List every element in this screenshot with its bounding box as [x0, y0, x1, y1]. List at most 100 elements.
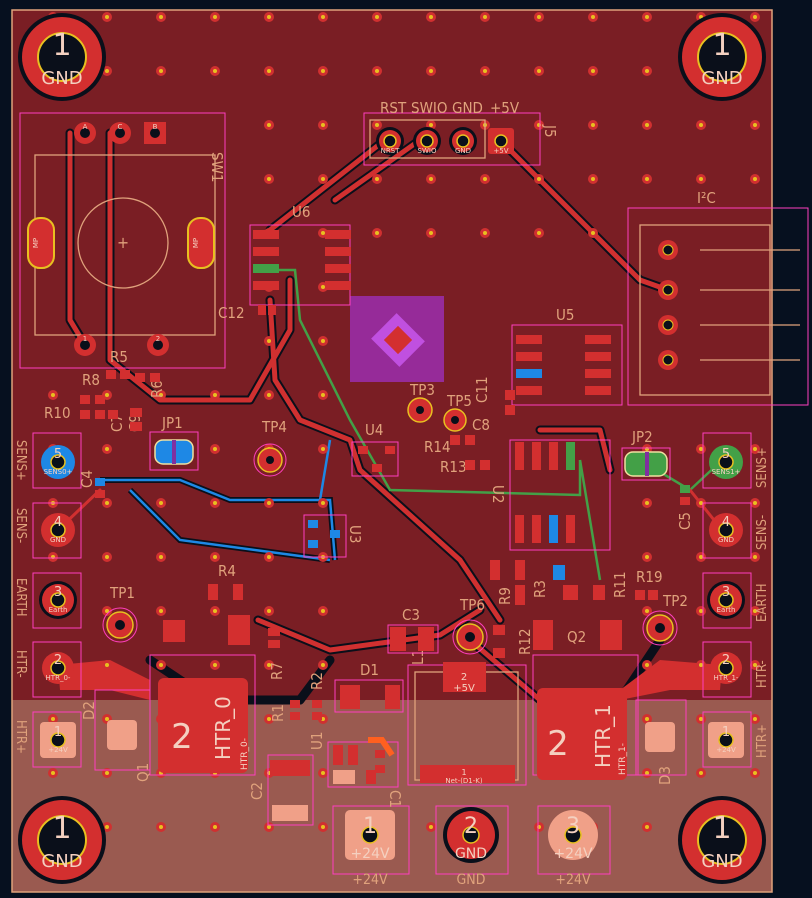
pad-net: +5V	[453, 683, 475, 694]
heater-0-fet[interactable]: 2 HTR_0 HTR_0- Q1	[134, 654, 256, 782]
via-hole	[375, 15, 379, 19]
via-hole	[213, 15, 217, 19]
via-hole	[321, 231, 325, 235]
pin-net: HTR_0-	[46, 674, 71, 682]
u5-ref: U5	[556, 306, 574, 324]
via-hole	[753, 717, 757, 721]
label-htr-plus: HTR+	[13, 720, 28, 754]
diode-d3[interactable]: D3	[635, 699, 687, 785]
pin-num: 2	[464, 814, 478, 839]
via-hole	[429, 825, 433, 829]
via-hole	[105, 15, 109, 19]
pin-net: +24V	[553, 846, 593, 862]
capacitor-c3[interactable]: C3	[387, 606, 439, 654]
hole-number: 1	[712, 28, 731, 63]
pin-net: SENS1+	[712, 468, 741, 476]
testpoint-tp4[interactable]: TP4	[253, 418, 287, 477]
via-hole	[375, 231, 379, 235]
via-hole	[321, 609, 325, 613]
j5-pin-1[interactable]: +5V	[488, 128, 514, 155]
heater-pad-title: HTR_1	[591, 704, 615, 768]
via-hole	[105, 447, 109, 451]
via-hole	[267, 555, 271, 559]
tp1-ref: TP1	[109, 584, 135, 602]
pin-num: 2	[722, 653, 730, 668]
via-hole	[105, 663, 109, 667]
inductor-l1[interactable]: 2 +5V 1 Net-(D1-K) L1	[407, 649, 527, 786]
u2-ref: U2	[489, 485, 507, 503]
via-hole	[645, 717, 649, 721]
right-terminal-block[interactable]: 5 SENS1+ 4 GND 3 Earth 2 HTR_1- 1 +24V S…	[702, 432, 770, 768]
testpoint-tp1[interactable]: TP1	[102, 584, 138, 643]
board-edge	[11, 9, 773, 893]
c1-ref: C1	[386, 790, 404, 808]
r19-ref: R19	[636, 568, 663, 586]
pin-net: HTR_1-	[714, 674, 739, 682]
u4[interactable]: U4	[351, 421, 399, 477]
via-hole	[159, 825, 163, 829]
via-hole	[591, 177, 595, 181]
power-connector[interactable]: 1 +24V 2 GND 3 +24V +24V GND +24V	[332, 805, 611, 888]
mcu-chip[interactable]	[350, 296, 444, 382]
c3-ref: C3	[402, 606, 420, 624]
via-hole	[429, 15, 433, 19]
via-hole	[591, 123, 595, 127]
via-hole	[321, 15, 325, 19]
j5-pin-4[interactable]: NRST	[376, 127, 404, 155]
u2[interactable]: U2	[489, 439, 611, 551]
connector-i2c[interactable]: I²C	[627, 189, 809, 406]
jumper-jp2[interactable]: JP2	[621, 428, 671, 481]
connector-j5[interactable]: RST SWIO GND +5V NRST SWIO GND +5V J5	[363, 99, 559, 166]
pad-net: Net-(D1-K)	[445, 777, 483, 785]
capacitor-c2[interactable]: C2	[248, 754, 314, 826]
via-hole	[483, 15, 487, 19]
pin-num: 4	[722, 515, 730, 530]
via-hole	[105, 393, 109, 397]
r8-ref: R8	[82, 371, 100, 389]
pin-net: GND	[50, 536, 66, 544]
via-hole	[51, 717, 55, 721]
j5-pin-3[interactable]: SWIO	[413, 127, 441, 155]
pin-net: SENS0+	[44, 468, 73, 476]
pin-num: 5	[54, 447, 62, 462]
testpoint-tp5[interactable]: TP5	[443, 392, 472, 432]
left-terminal-block[interactable]: 5 SENS0+ 4 GND 3 Earth 2 HTR_0- 1 +24V S…	[13, 432, 82, 768]
u3-ref: U3	[346, 525, 364, 543]
u3[interactable]: U3	[303, 514, 364, 558]
via-hole	[51, 393, 55, 397]
r10-ref: R10	[44, 404, 71, 422]
u1[interactable]: U1	[308, 732, 399, 788]
label-sens-plus: SENS+	[13, 440, 28, 481]
testpoint-tp3[interactable]: TP3	[407, 381, 435, 423]
heater-1-fet[interactable]: 2 HTR_1 HTR_1- Q2	[532, 628, 639, 780]
diode-d2[interactable]: D2	[80, 689, 151, 771]
testpoint-tp2[interactable]: TP2	[642, 592, 688, 646]
via-hole	[105, 771, 109, 775]
via-hole	[321, 123, 325, 127]
via-hole	[159, 15, 163, 19]
j5-pin-2[interactable]: GND	[449, 127, 477, 155]
diode-d1[interactable]: D1	[334, 661, 404, 713]
switch-sw1[interactable]: + MP MP A C B 1 2 SW1	[19, 112, 226, 369]
via-hole	[537, 69, 541, 73]
tp5-ref: TP5	[446, 392, 472, 410]
l1-ref: L1	[409, 649, 427, 665]
u5[interactable]: U5	[511, 306, 623, 406]
via-hole	[321, 771, 325, 775]
u6[interactable]: U6	[249, 203, 351, 306]
via-hole	[699, 663, 703, 667]
blue-net-traces	[100, 439, 337, 562]
jumper-jp1[interactable]: JP1	[149, 414, 199, 471]
heater-pad-num: 2	[547, 724, 569, 764]
via-hole	[645, 15, 649, 19]
r3-ref: R3	[531, 580, 549, 598]
u4-ref: U4	[365, 421, 383, 439]
via-hole	[753, 15, 757, 19]
j5-label-rst: RST	[380, 99, 407, 117]
pin-net: NRST	[381, 147, 401, 155]
r5-ref: R5	[110, 348, 128, 366]
testpoint-tp6[interactable]: TP6	[452, 596, 488, 655]
pin-num: 3	[566, 814, 580, 839]
via-hole	[753, 501, 757, 505]
